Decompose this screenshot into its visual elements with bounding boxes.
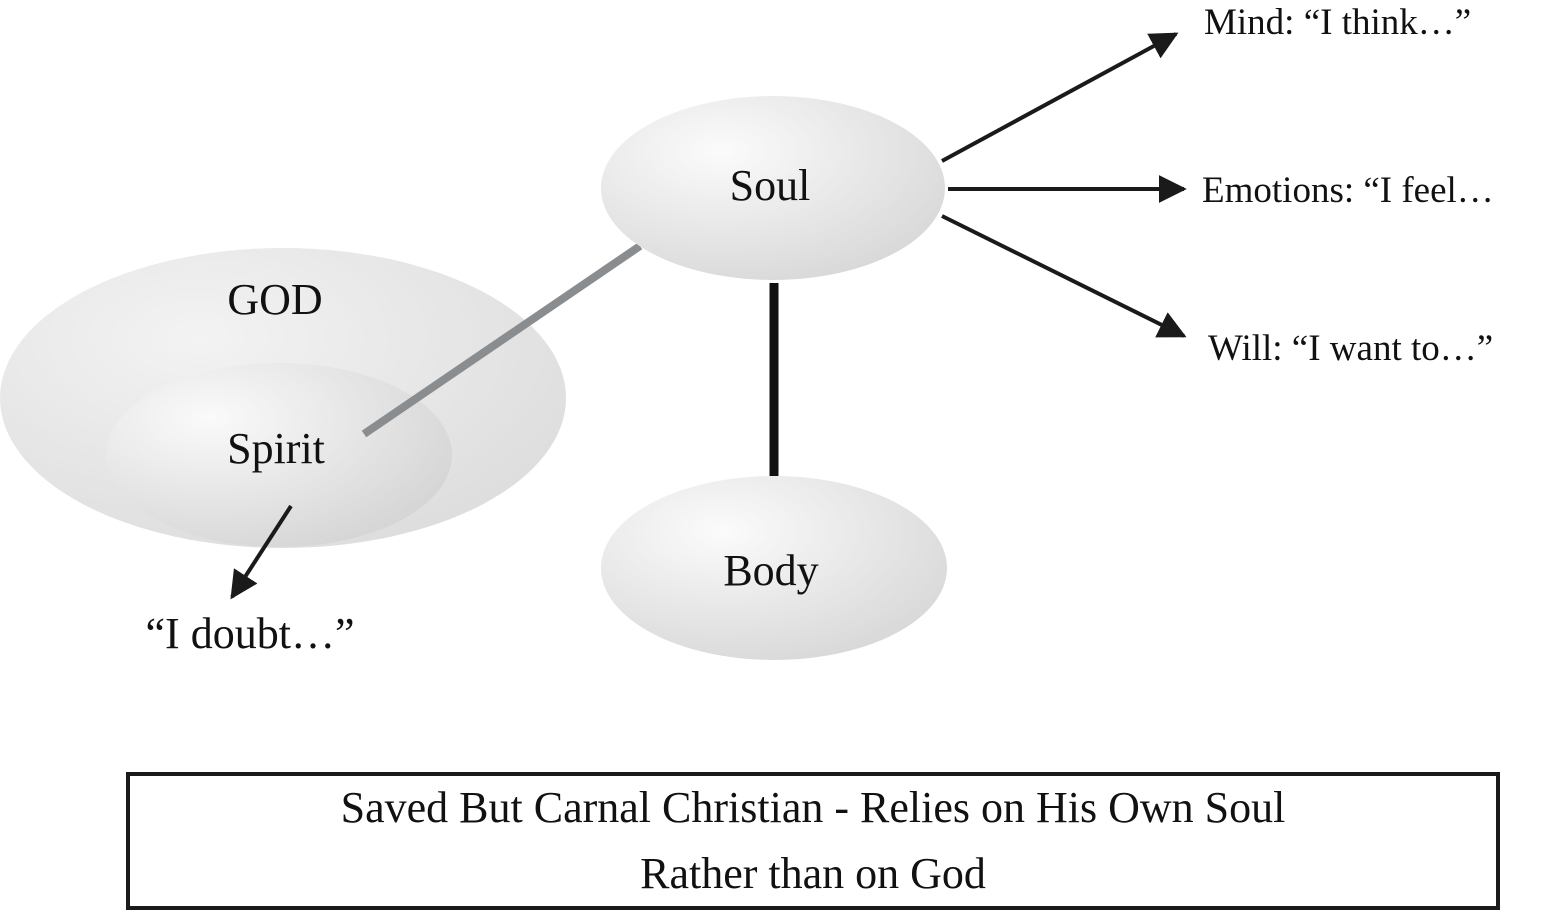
spirit-label: Spirit [227,424,325,473]
body-label: Body [723,546,818,595]
will-arrow [941,214,1187,338]
caption-line-1: Saved But Carnal Christian - Relies on H… [340,783,1286,832]
doubt-arrow [230,504,293,600]
soul-ellipse [601,96,945,280]
doubt-label: “I doubt…” [146,609,355,658]
body-ellipse [601,476,947,660]
soul-label: Soul [730,161,811,210]
caption-line-2: Rather than on God [640,849,986,898]
caption-box: Saved But Carnal Christian - Relies on H… [126,772,1500,910]
god-label: GOD [227,275,322,324]
will-label: Will: “I want to…” [1208,328,1493,369]
emotions-label: Emotions: “I feel… [1202,170,1494,211]
mind-label: Mind: “I think…” [1204,2,1471,43]
spirit-ellipse [106,363,452,547]
mind-arrow [941,32,1179,163]
spirit-soul-link [361,242,643,438]
